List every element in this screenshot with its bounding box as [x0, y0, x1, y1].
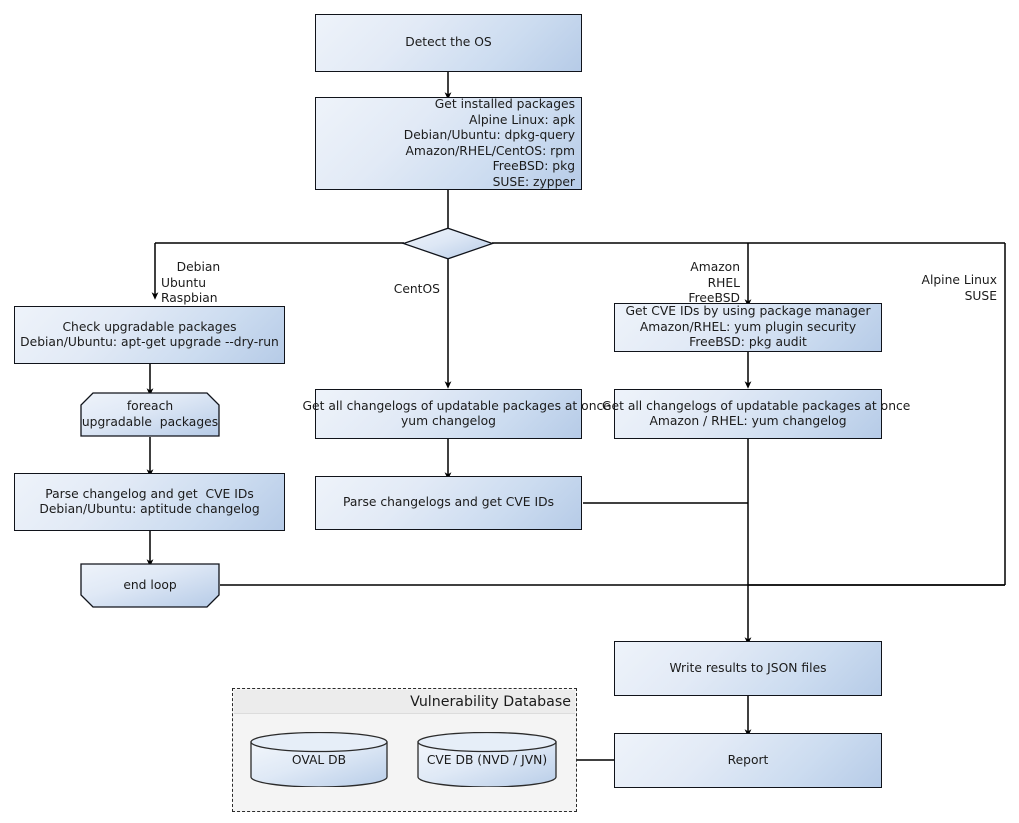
group-vulnerability-database-title: Vulnerability Database: [410, 693, 571, 710]
database-cve-db[interactable]: CVE DB (NVD / JVN): [417, 731, 557, 788]
node-get-cve-package-manager[interactable]: Get CVE IDs by using package manager Ama…: [614, 303, 882, 352]
group-vulnerability-database-header: Vulnerability Database: [234, 690, 575, 714]
branch-label-centos-text: CentOS: [393, 282, 440, 297]
node-report[interactable]: Report: [614, 733, 882, 788]
database-oval-db[interactable]: OVAL DB: [250, 731, 388, 788]
branch-label-debian-text: Debian Ubuntu Raspbian: [161, 260, 221, 305]
node-changelogs-centos-label: Get all changelogs of updatable packages…: [302, 398, 611, 429]
node-end-loop-label: end loop: [123, 577, 177, 592]
node-parse-changelog-debian-label: Parse changelog and get CVE IDs Debian/U…: [39, 486, 260, 517]
node-detect-os[interactable]: Detect the OS: [315, 14, 582, 72]
node-get-installed-packages[interactable]: Get installed packages Alpine Linux: apk…: [315, 97, 582, 190]
node-changelogs-centos[interactable]: Get all changelogs of updatable packages…: [303, 389, 611, 439]
branch-label-alpine: Alpine Linux SUSE: [880, 258, 997, 319]
node-check-upgradable[interactable]: Check upgradable packages Debian/Ubuntu:…: [14, 306, 285, 364]
branch-label-alpine-text: Alpine Linux SUSE: [921, 273, 997, 303]
node-detect-os-label: Detect the OS: [405, 35, 492, 50]
database-oval-db-label: OVAL DB: [291, 752, 347, 767]
node-parse-changelog-debian[interactable]: Parse changelog and get CVE IDs Debian/U…: [14, 473, 285, 531]
node-get-cve-package-manager-label: Get CVE IDs by using package manager Ama…: [625, 304, 871, 350]
node-parse-changelogs-centos[interactable]: Parse changelogs and get CVE IDs: [315, 476, 582, 530]
node-write-results-label: Write results to JSON files: [669, 660, 827, 675]
node-foreach-loop-start-label: foreach upgradable packages: [81, 399, 219, 429]
branch-label-amazon: Amazon RHEL FreeBSD: [660, 245, 740, 321]
branch-label-debian: Debian Ubuntu Raspbian: [161, 245, 251, 321]
branch-label-centos: CentOS: [370, 267, 440, 313]
node-foreach-loop-start[interactable]: foreach upgradable packages: [80, 392, 220, 437]
node-report-label: Report: [727, 752, 769, 767]
node-changelogs-amazon[interactable]: Get all changelogs of updatable packages…: [602, 389, 910, 439]
node-end-loop[interactable]: end loop: [80, 563, 220, 608]
node-write-results[interactable]: Write results to JSON files: [614, 641, 882, 696]
node-check-upgradable-label: Check upgradable packages Debian/Ubuntu:…: [20, 319, 279, 350]
branch-label-amazon-text: Amazon RHEL FreeBSD: [688, 260, 740, 305]
database-cve-db-label: CVE DB (NVD / JVN): [426, 752, 548, 767]
node-parse-changelogs-centos-label: Parse changelogs and get CVE IDs: [343, 495, 554, 510]
node-get-installed-packages-label: Get installed packages Alpine Linux: apk…: [403, 97, 575, 189]
node-os-decision[interactable]: [401, 227, 495, 260]
node-changelogs-amazon-label: Get all changelogs of updatable packages…: [602, 398, 911, 429]
